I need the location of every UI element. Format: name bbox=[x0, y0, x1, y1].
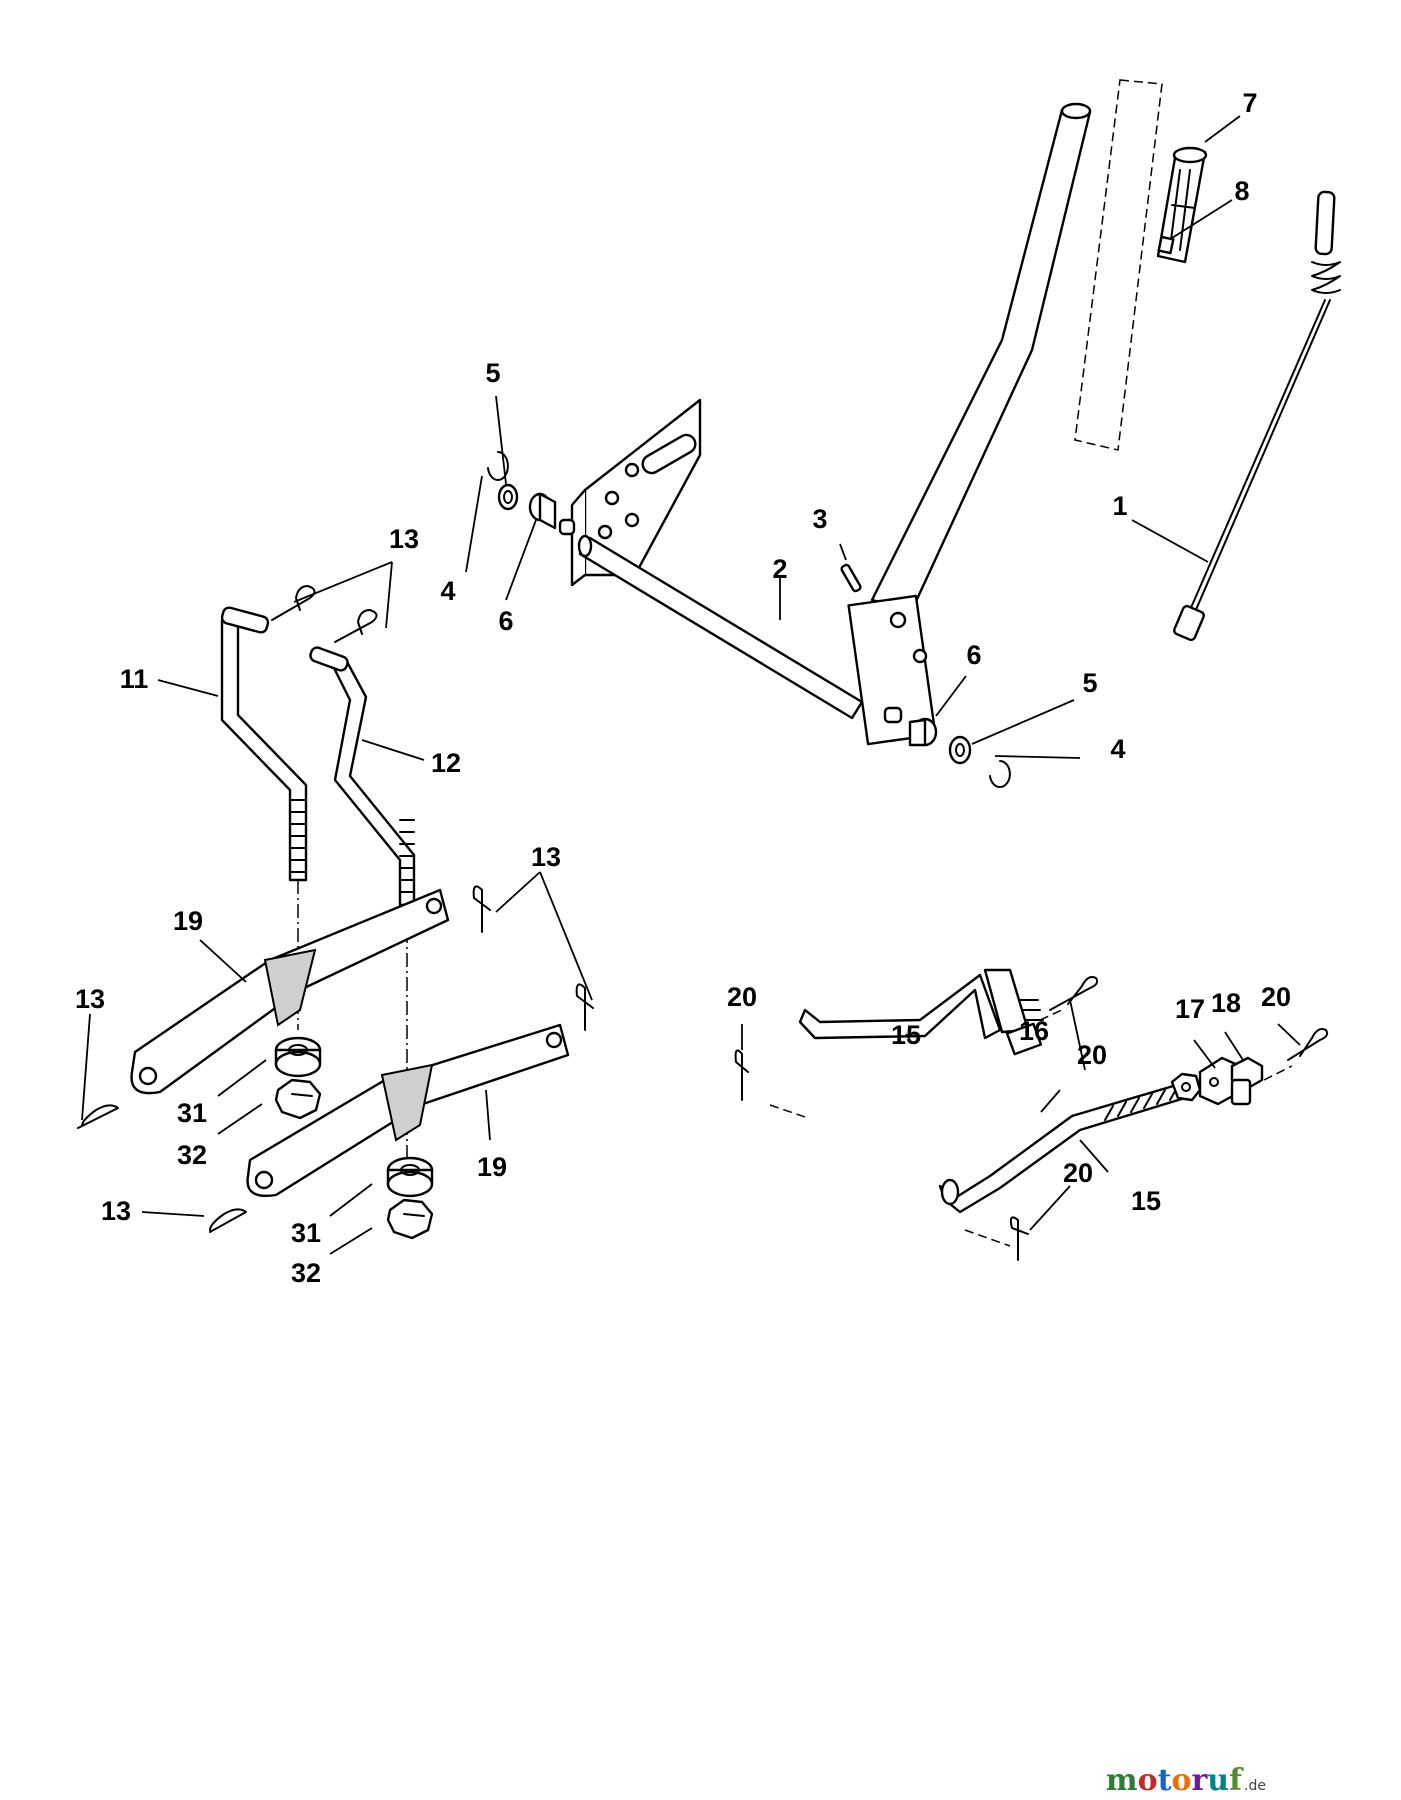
callout-13-top: 13 bbox=[389, 524, 419, 554]
callout-31-lower: 31 bbox=[291, 1218, 321, 1248]
watermark-letter: r bbox=[1191, 1763, 1208, 1798]
watermark-letter: t bbox=[1158, 1763, 1172, 1798]
leader-lines bbox=[81, 115, 1301, 1255]
connect-line-block-clip bbox=[1263, 1065, 1293, 1081]
callout-19-upper: 19 bbox=[173, 906, 203, 936]
hairpin-clip-20-left bbox=[734, 1049, 749, 1101]
callout-13-mid: 13 bbox=[531, 842, 561, 872]
watermark-letter: o bbox=[1171, 1763, 1191, 1798]
connect-line-rod-lower bbox=[964, 1229, 1011, 1247]
washer-left bbox=[497, 483, 519, 511]
watermark-letter: f bbox=[1229, 1763, 1244, 1798]
callout-6-left: 6 bbox=[498, 606, 513, 636]
watermark-letter: m bbox=[1106, 1763, 1138, 1798]
callout-4-left: 4 bbox=[440, 576, 455, 606]
lift-link-left bbox=[220, 606, 308, 882]
watermark-letters: motoruf bbox=[1106, 1763, 1244, 1798]
callout-19-lower: 19 bbox=[477, 1152, 507, 1182]
callout-12: 12 bbox=[431, 748, 461, 778]
hairpin-clip-13-top-b bbox=[334, 609, 378, 643]
callout-15-lower: 15 bbox=[1131, 1186, 1161, 1216]
callout-1: 1 bbox=[1112, 491, 1127, 521]
lift-arm-upper bbox=[130, 888, 450, 1095]
callout-16: 16 bbox=[1019, 1016, 1049, 1046]
callout-15-upper: 15 bbox=[891, 1020, 921, 1050]
lift-arm-lower bbox=[246, 1023, 570, 1197]
bolt-18 bbox=[1230, 1056, 1264, 1106]
hairpin-clip-13-top-a bbox=[271, 585, 316, 621]
spacer-lower bbox=[386, 1156, 434, 1198]
hairpin-clip-13-mid-b bbox=[575, 983, 594, 1031]
connect-line-rod-upper-left bbox=[769, 1104, 809, 1119]
callout-13-bottom: 13 bbox=[101, 1196, 131, 1226]
adjustment-rod-upper bbox=[798, 968, 1044, 1056]
watermark-letter: o bbox=[1138, 1763, 1158, 1798]
watermark-logo: motoruf .de bbox=[1106, 1763, 1266, 1798]
grip-pin bbox=[1157, 235, 1175, 255]
callout-17: 17 bbox=[1175, 994, 1205, 1024]
callout-20-bottom: 20 bbox=[1063, 1158, 1093, 1188]
watermark-suffix: .de bbox=[1244, 1778, 1266, 1794]
hairpin-clip-13-left bbox=[77, 1104, 119, 1129]
bearing-left bbox=[528, 492, 576, 536]
hairpin-clip-13-mid-a bbox=[472, 885, 491, 933]
lift-handle bbox=[847, 102, 1092, 746]
handle-grip bbox=[1156, 146, 1208, 264]
callout-labels: 1 2 3 4 4 5 5 6 6 7 8 11 12 13 13 13 13 … bbox=[75, 88, 1291, 1288]
callout-6-right: 6 bbox=[966, 640, 981, 670]
nut-upper bbox=[274, 1078, 322, 1120]
lift-shaft bbox=[577, 534, 864, 720]
callout-20-top: 20 bbox=[1077, 1040, 1107, 1070]
washer-right bbox=[948, 735, 972, 765]
callout-5-right: 5 bbox=[1082, 668, 1097, 698]
hairpin-clip-20-right bbox=[1287, 1028, 1329, 1061]
mounting-plate bbox=[570, 398, 702, 587]
roll-pin bbox=[840, 563, 862, 593]
callout-11: 11 bbox=[120, 664, 149, 694]
callout-32-lower: 32 bbox=[291, 1258, 321, 1288]
spacer-upper bbox=[274, 1036, 322, 1078]
callout-2: 2 bbox=[772, 554, 787, 584]
hairpin-clip-20-bottom bbox=[1009, 1216, 1029, 1261]
lift-cable-rod bbox=[1173, 190, 1341, 642]
callout-31-upper: 31 bbox=[177, 1098, 207, 1128]
hairpin-clip-20-top bbox=[1049, 976, 1099, 1011]
nut-16 bbox=[1170, 1072, 1202, 1102]
callout-3: 3 bbox=[812, 504, 827, 534]
callout-20-right: 20 bbox=[1261, 982, 1291, 1012]
bearing-right bbox=[883, 706, 938, 747]
callout-5-left: 5 bbox=[485, 358, 500, 388]
callout-8: 8 bbox=[1234, 176, 1249, 206]
callout-20-left: 20 bbox=[727, 982, 757, 1012]
handle-extension-outline bbox=[1074, 79, 1163, 451]
hairpin-clip-13-bottom bbox=[209, 1208, 247, 1233]
callout-32-upper: 32 bbox=[177, 1140, 207, 1170]
lift-link-right bbox=[309, 646, 416, 907]
retaining-ring-right bbox=[989, 760, 1011, 788]
connect-line-rod-upper-clip bbox=[1039, 1009, 1063, 1021]
callout-18: 18 bbox=[1211, 988, 1241, 1018]
callout-4-right: 4 bbox=[1110, 734, 1125, 764]
watermark-letter: u bbox=[1207, 1763, 1229, 1798]
nut-lower bbox=[386, 1198, 434, 1240]
callout-7: 7 bbox=[1242, 88, 1257, 118]
callout-13-left: 13 bbox=[75, 984, 105, 1014]
